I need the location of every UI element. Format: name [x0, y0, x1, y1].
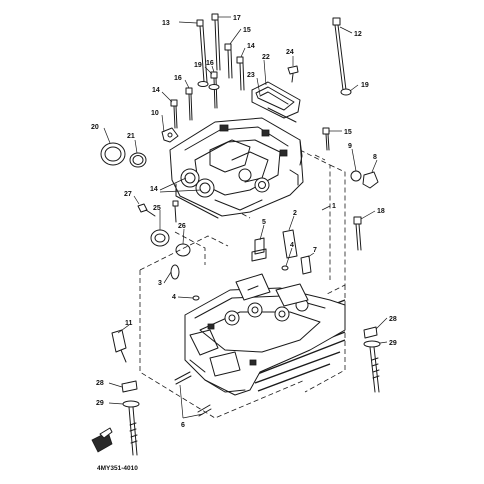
callout-16: 16 — [174, 75, 182, 82]
breather-plate — [251, 81, 301, 123]
callout-26: 26 — [178, 223, 186, 230]
callout-29: 29 — [389, 340, 397, 347]
callout-29: 29 — [96, 400, 104, 407]
callout-28: 28 — [96, 380, 104, 387]
callout-1: 1 — [332, 203, 336, 210]
callout-2: 2 — [293, 210, 297, 217]
callout-28: 28 — [389, 316, 397, 323]
callout-16: 16 — [206, 60, 214, 67]
callout-13: 13 — [162, 20, 170, 27]
callout-4: 4 — [290, 242, 294, 249]
callout-labels: 13 17 15 12 14 24 19 16 22 23 16 19 14 1… — [91, 15, 397, 429]
callout-23: 23 — [247, 72, 255, 79]
callout-11: 11 — [125, 320, 133, 327]
cylinder-head-cover — [169, 117, 304, 219]
tappet-cover-parts — [100, 127, 379, 257]
callout-10: 10 — [151, 110, 159, 117]
callout-25: 25 — [153, 205, 161, 212]
valve-components — [170, 229, 312, 301]
callout-27: 27 — [124, 191, 132, 198]
callout-19: 19 — [361, 82, 369, 89]
callout-14: 14 — [247, 43, 255, 50]
head-bolts — [111, 216, 381, 456]
callout-5: 5 — [262, 219, 266, 226]
leader-lines — [103, 16, 388, 419]
callout-19: 19 — [194, 62, 202, 69]
callout-14: 14 — [150, 186, 158, 193]
callout-4: 4 — [172, 294, 176, 301]
callout-8: 8 — [373, 154, 377, 161]
callout-20: 20 — [91, 124, 99, 131]
callout-14: 14 — [152, 87, 160, 94]
callout-7: 7 — [313, 247, 317, 254]
callout-3: 3 — [158, 280, 162, 287]
callout-24: 24 — [286, 49, 294, 56]
callout-22: 22 — [262, 54, 270, 61]
callout-12: 12 — [354, 31, 362, 38]
callout-9: 9 — [348, 143, 352, 150]
front-arrow-icon — [91, 427, 113, 453]
callout-15: 15 — [243, 27, 251, 34]
callout-21: 21 — [127, 133, 135, 140]
cylinder-head — [184, 273, 346, 396]
catalog-code: 4MY351-4010 — [97, 465, 138, 472]
callout-15: 15 — [344, 129, 352, 136]
studs — [174, 371, 212, 417]
callout-17: 17 — [233, 15, 241, 22]
callout-6: 6 — [181, 422, 185, 429]
callout-18: 18 — [377, 208, 385, 215]
